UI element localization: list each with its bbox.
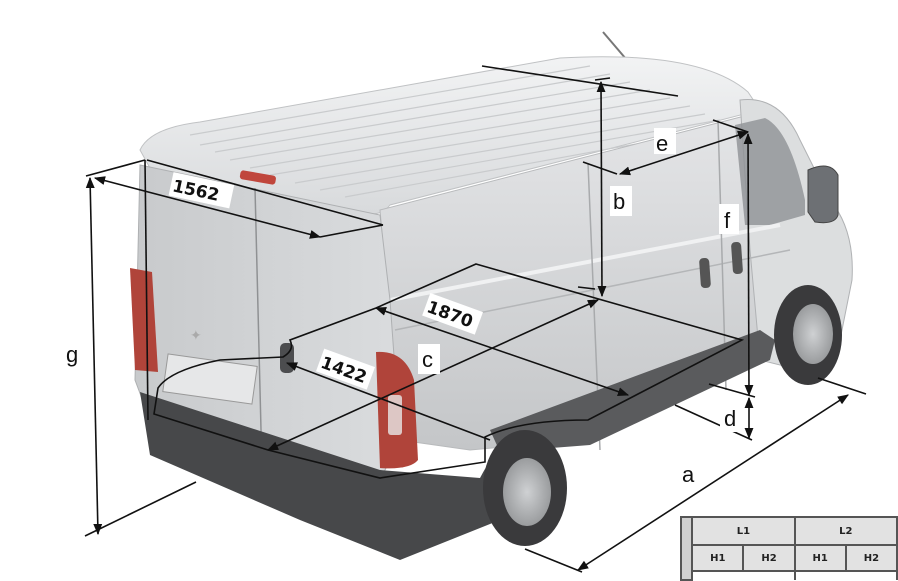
license-plate-recess	[162, 353, 258, 405]
table-header-l1-h2: H2	[742, 544, 796, 572]
table-header-l2-h1: H1	[793, 544, 847, 572]
rear-wheel-rim	[503, 458, 551, 526]
brand-logo: ✦	[190, 328, 202, 344]
label-c: c	[422, 347, 433, 372]
label-e: e	[656, 131, 668, 156]
dim-1562-line	[93, 176, 322, 239]
table-header-l2: L2	[793, 516, 898, 546]
side-door-handle	[699, 257, 711, 289]
van-illustration: ✦	[130, 31, 853, 560]
dimension-lines	[84, 65, 867, 573]
table-cell	[793, 570, 898, 580]
table-header-l1-h1: H1	[691, 544, 745, 572]
label-b: b	[613, 189, 625, 214]
dim-c-line	[266, 299, 600, 451]
dim-a-line	[577, 394, 849, 571]
label-a: a	[682, 462, 695, 487]
table-cell	[691, 570, 796, 580]
front-wheel-rim	[793, 304, 833, 364]
table-header-l1: L1	[691, 516, 796, 546]
left-taillight	[130, 268, 158, 372]
table-header-l2-h2: H2	[844, 544, 898, 572]
spec-table: L1 L2 H1 H2 H1 H2	[679, 516, 898, 581]
dim-1422-line	[285, 362, 491, 441]
label-f: f	[724, 208, 731, 233]
dim-g-line	[85, 176, 103, 536]
side-mirror	[807, 165, 839, 224]
roof-ribs	[189, 65, 736, 198]
table-stub-column	[679, 516, 694, 581]
dim-f-line	[743, 132, 754, 397]
label-g: g	[66, 342, 78, 367]
dim-b-line	[596, 80, 607, 298]
dim-e-line	[618, 130, 750, 176]
label-d: d	[724, 406, 736, 431]
cab-door-handle	[731, 241, 743, 275]
rear-bumper	[140, 392, 540, 560]
